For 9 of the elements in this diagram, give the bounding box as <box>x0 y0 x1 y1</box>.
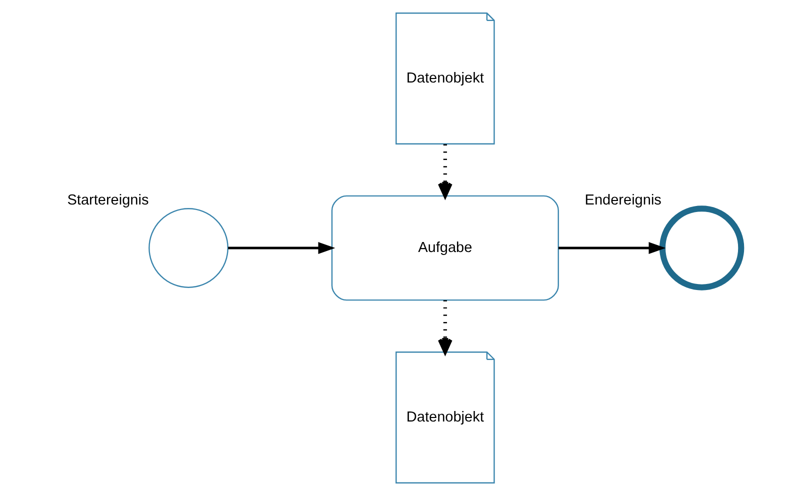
node-label: Startereignis <box>67 192 149 209</box>
arrow <box>228 242 336 254</box>
node-box: Aufgabe <box>331 195 559 301</box>
arrow <box>558 242 666 254</box>
arrow <box>438 144 452 198</box>
node-circle <box>148 208 228 288</box>
arrow <box>438 300 452 354</box>
node-label: Endereignis <box>584 192 662 209</box>
node-circle <box>659 206 744 290</box>
